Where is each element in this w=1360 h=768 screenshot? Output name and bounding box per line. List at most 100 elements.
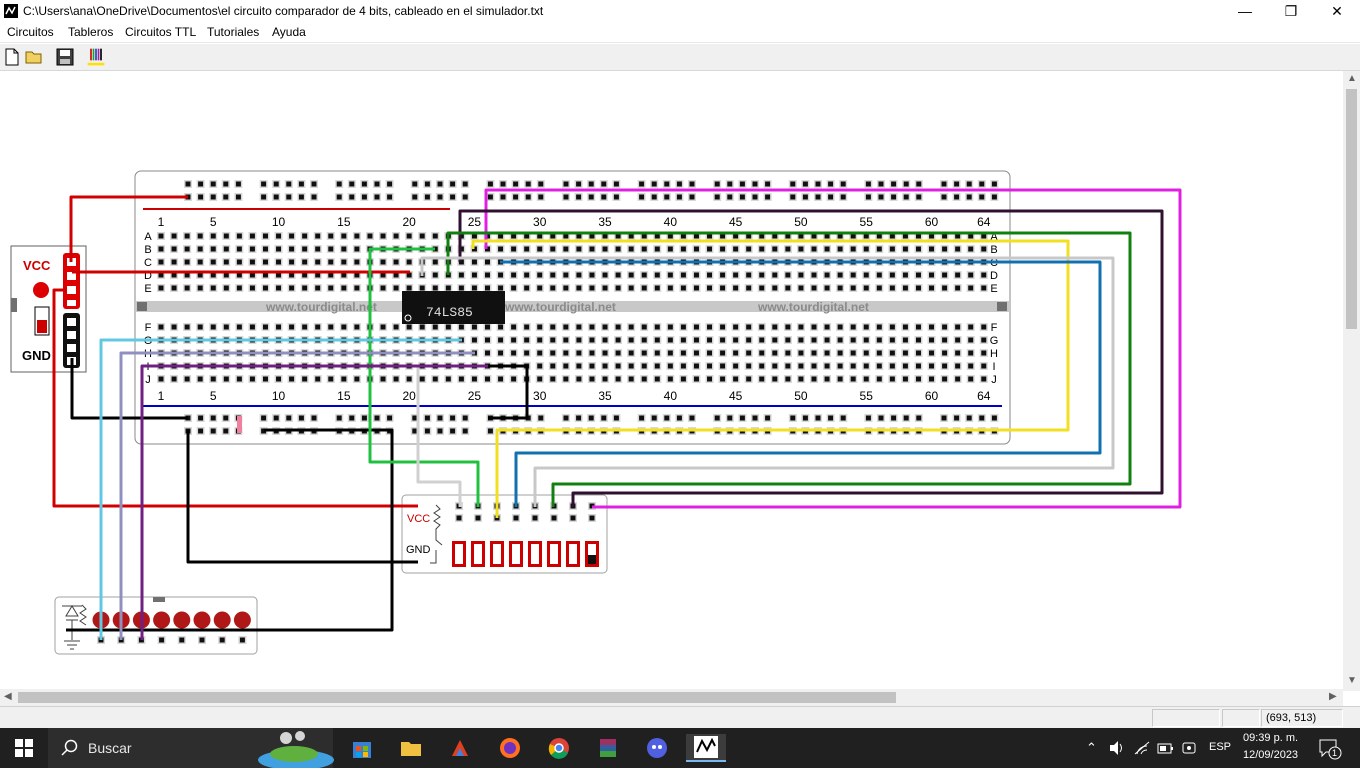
breadboard-hole[interactable] xyxy=(352,284,361,292)
breadboard-hole[interactable] xyxy=(313,323,322,331)
breadboard-hole[interactable] xyxy=(574,284,583,292)
breadboard-hole[interactable] xyxy=(444,323,453,331)
rail-hole[interactable] xyxy=(423,180,432,188)
breadboard-hole[interactable] xyxy=(979,245,988,253)
breadboard-hole[interactable] xyxy=(783,271,792,279)
breadboard-hole[interactable] xyxy=(209,271,218,279)
breadboard-hole[interactable] xyxy=(170,375,179,383)
breadboard-hole[interactable] xyxy=(849,232,858,240)
rail-hole[interactable] xyxy=(536,414,545,422)
breadboard-hole[interactable] xyxy=(849,271,858,279)
breadboard-hole[interactable] xyxy=(810,375,818,383)
breadboard-hole[interactable] xyxy=(587,375,596,383)
breadboard-hole[interactable] xyxy=(914,284,923,292)
breadboard-hole[interactable] xyxy=(196,245,205,253)
breadboard-hole[interactable] xyxy=(548,336,557,344)
breadboard-hole[interactable] xyxy=(222,375,231,383)
dip-switch[interactable] xyxy=(528,541,542,567)
breadboard-hole[interactable] xyxy=(235,245,244,253)
breadboard-hole[interactable] xyxy=(836,375,845,383)
breadboard-hole[interactable] xyxy=(587,271,596,279)
breadboard-hole[interactable] xyxy=(509,336,518,344)
breadboard-hole[interactable] xyxy=(627,284,636,292)
rail-hole[interactable] xyxy=(310,414,318,422)
breadboard-hole[interactable] xyxy=(561,336,570,344)
breadboard-hole[interactable] xyxy=(274,232,283,240)
rail-hole[interactable] xyxy=(360,180,369,188)
breadboard-hole[interactable] xyxy=(979,271,988,279)
rail-hole[interactable] xyxy=(877,193,885,201)
breadboard-hole[interactable] xyxy=(483,258,492,266)
breadboard-hole[interactable] xyxy=(601,284,610,292)
breadboard-hole[interactable] xyxy=(614,232,623,240)
wire-cyan[interactable] xyxy=(99,338,462,640)
breadboard-hole[interactable] xyxy=(470,284,479,292)
breadboard-hole[interactable] xyxy=(940,232,949,240)
breadboard-hole[interactable] xyxy=(966,336,975,344)
breadboard-hole[interactable] xyxy=(496,271,505,279)
breadboard-hole[interactable] xyxy=(731,349,740,357)
rail-hole[interactable] xyxy=(914,193,923,201)
breadboard-hole[interactable] xyxy=(235,258,244,266)
breadboard-hole[interactable] xyxy=(300,232,309,240)
breadboard-hole[interactable] xyxy=(862,284,871,292)
breadboard-hole[interactable] xyxy=(927,323,936,331)
rail-hole[interactable] xyxy=(221,193,230,201)
breadboard-hole[interactable] xyxy=(653,336,662,344)
rail-hole[interactable] xyxy=(410,427,419,435)
rail-hole[interactable] xyxy=(725,180,734,188)
rail-hole[interactable] xyxy=(259,427,268,435)
scroll-up-icon[interactable]: ▲ xyxy=(1347,73,1357,84)
breadboard-hole[interactable] xyxy=(470,375,479,383)
breadboard-hole[interactable] xyxy=(483,349,492,357)
breadboard-hole[interactable] xyxy=(614,362,623,370)
rail-hole[interactable] xyxy=(196,427,205,435)
breadboard-hole[interactable] xyxy=(574,336,583,344)
breadboard-hole[interactable] xyxy=(914,232,923,240)
breadboard-hole[interactable] xyxy=(875,271,884,279)
breadboard-hole[interactable] xyxy=(287,232,296,240)
breadboard-hole[interactable] xyxy=(849,245,858,253)
breadboard-hole[interactable] xyxy=(679,232,688,240)
breadboard-hole[interactable] xyxy=(836,232,845,240)
breadboard-hole[interactable] xyxy=(352,245,361,253)
rail-hole[interactable] xyxy=(209,193,218,201)
breadboard-hole[interactable] xyxy=(796,336,805,344)
breadboard-hole[interactable] xyxy=(653,349,662,357)
breadboard-hole[interactable] xyxy=(783,375,792,383)
breadboard-hole[interactable] xyxy=(849,349,858,357)
breadboard-hole[interactable] xyxy=(535,323,544,331)
breadboard-hole[interactable] xyxy=(692,245,701,253)
breadboard-hole[interactable] xyxy=(170,258,179,266)
rail-hole[interactable] xyxy=(587,414,596,422)
rail-hole[interactable] xyxy=(524,180,533,188)
breadboard-hole[interactable] xyxy=(313,232,322,240)
breadboard-hole[interactable] xyxy=(444,284,453,292)
rail-hole[interactable] xyxy=(587,193,596,201)
breadboard-hole[interactable] xyxy=(796,271,805,279)
rail-hole[interactable] xyxy=(499,193,507,201)
wire-lightgray[interactable] xyxy=(420,256,1115,507)
breadboard-hole[interactable] xyxy=(287,271,296,279)
taskbar-simulator[interactable] xyxy=(686,734,726,762)
breadboard-hole[interactable] xyxy=(953,245,962,253)
breadboard-hole[interactable] xyxy=(183,232,192,240)
breadboard-hole[interactable] xyxy=(418,323,427,331)
breadboard-hole[interactable] xyxy=(640,323,649,331)
rail-hole[interactable] xyxy=(423,427,432,435)
rail-hole[interactable] xyxy=(965,180,974,188)
breadboard-hole[interactable] xyxy=(287,245,296,253)
breadboard-hole[interactable] xyxy=(509,245,518,253)
breadboard-hole[interactable] xyxy=(418,375,427,383)
rail-hole[interactable] xyxy=(373,414,381,422)
breadboard-hole[interactable] xyxy=(849,284,858,292)
breadboard-hole[interactable] xyxy=(823,349,832,357)
rail-hole[interactable] xyxy=(410,414,419,422)
save-disk-icon[interactable] xyxy=(55,47,75,67)
breadboard-hole[interactable] xyxy=(966,232,975,240)
breadboard-hole[interactable] xyxy=(587,362,596,370)
breadboard-hole[interactable] xyxy=(653,271,662,279)
wire-purple[interactable] xyxy=(140,364,488,640)
breadboard-hole[interactable] xyxy=(614,323,623,331)
breadboard-hole[interactable] xyxy=(914,245,923,253)
